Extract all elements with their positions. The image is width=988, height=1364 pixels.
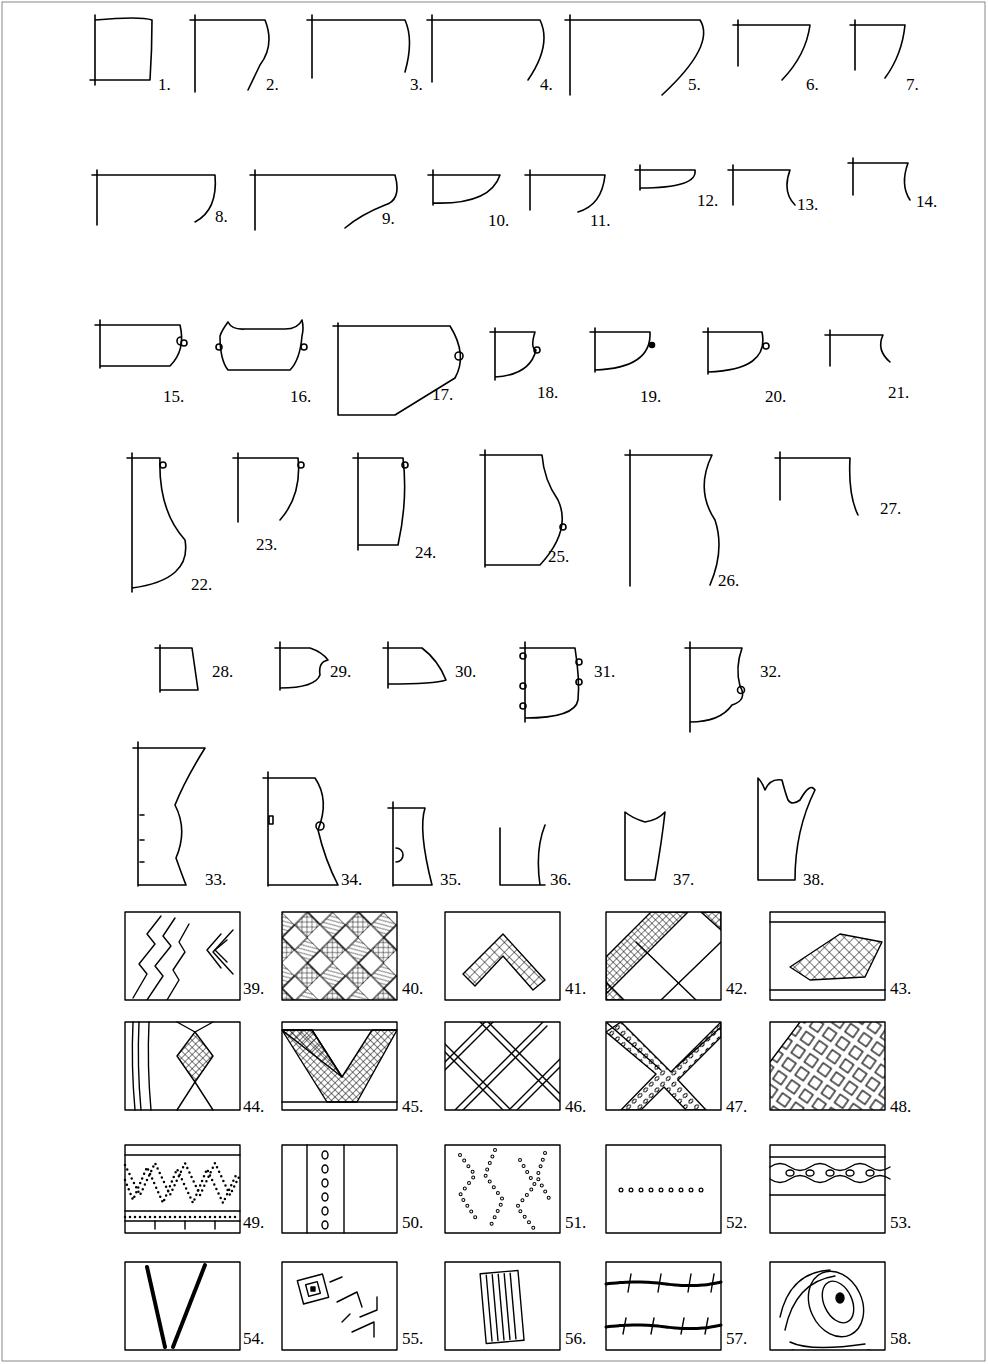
figure-number: 49. [243,1214,264,1231]
figure-number: 10. [488,212,509,229]
figure-number: 56. [565,1330,586,1347]
figure-number: 31. [594,663,615,680]
figure-number: 7. [906,76,919,93]
figure-number: 9. [382,210,395,227]
figure-number: 51. [565,1214,586,1231]
figure-number: 8. [215,208,228,225]
figure-number: 22. [191,576,212,593]
figure-number: 58. [890,1330,911,1347]
figure-number: 3. [410,76,423,93]
figure-number: 54. [243,1330,264,1347]
figure-number: 42. [726,980,747,997]
figure-number: 44. [243,1098,264,1115]
figure-number: 6. [806,76,819,93]
figure-number: 52. [726,1214,747,1231]
figure-number: 11. [590,212,611,229]
figure-number: 12. [697,192,718,209]
figure-number: 45. [402,1098,423,1115]
figure-number: 34. [341,871,362,888]
figure-number: 5. [688,76,701,93]
figure-number: 53. [890,1214,911,1231]
figure-number: 28. [212,663,233,680]
figure-number: 23. [256,536,277,553]
figure-number: 2. [266,76,279,93]
figure-number: 17. [432,386,453,403]
figure-number: 50. [402,1214,423,1231]
figure-number: 20. [765,388,786,405]
figure-number: 24. [415,544,436,561]
figure-number: 36. [550,871,571,888]
figure-number: 19. [640,388,661,405]
figure-number: 43. [890,980,911,997]
figure-number: 55. [402,1330,423,1347]
figure-number: 40. [402,980,423,997]
figure-number: 16. [290,388,311,405]
figure-number: 38. [803,871,824,888]
figure-number: 13. [797,196,818,213]
figure-number: 27. [880,500,901,517]
figure-number: 26. [718,572,739,589]
figure-number: 46. [565,1098,586,1115]
figure-number: 30. [455,663,476,680]
figure-number: 35. [440,871,461,888]
figure-number: 21. [888,384,909,401]
figure-number: 18. [537,384,558,401]
figure-number: 37. [673,871,694,888]
figure-number: 32. [760,663,781,680]
figure-number: 39. [243,980,264,997]
figure-number: 57. [726,1330,747,1347]
figure-number: 1. [158,76,171,93]
figure-number: 29. [330,663,351,680]
figure-number: 33. [205,871,226,888]
figure-number: 14. [916,193,937,210]
figure-number: 15. [163,388,184,405]
figure-number: 25. [548,548,569,565]
figure-number: 4. [540,76,553,93]
figure-number: 48. [890,1098,911,1115]
figure-number: 47. [726,1098,747,1115]
figure-number: 41. [565,980,586,997]
